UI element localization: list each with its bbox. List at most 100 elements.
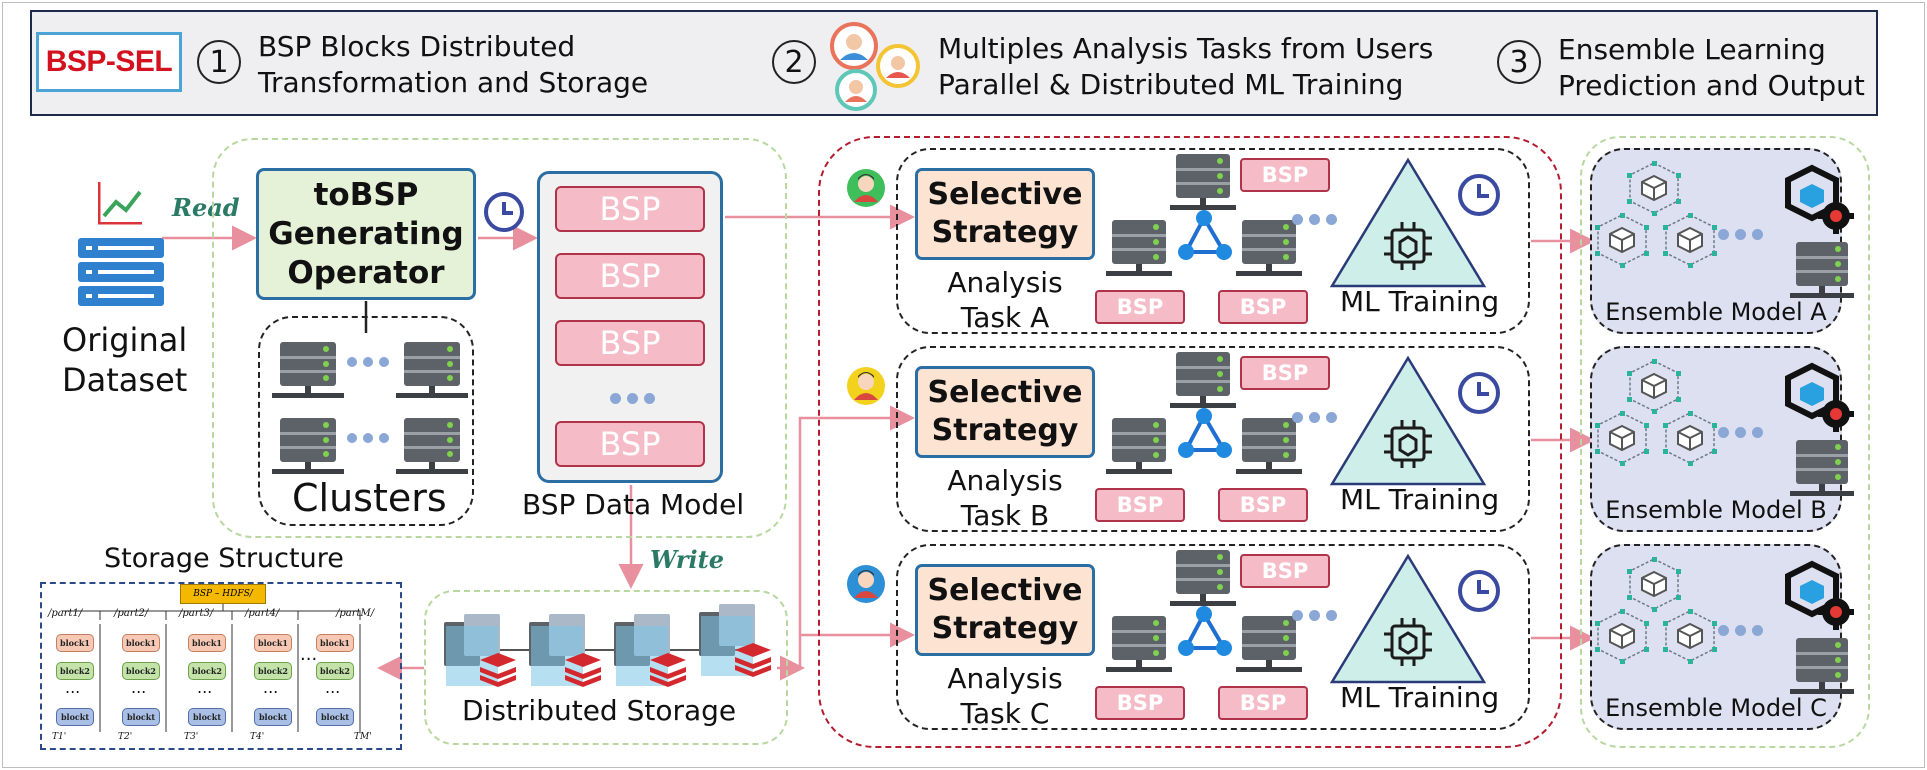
task-line2: Task B [960,499,1050,532]
network-topology-icon [1178,408,1232,458]
storage-structure-title: Storage Structure [104,543,344,574]
bsp-data-model-box: BSP BSP BSP BSP [537,171,723,483]
more-models-dots [1718,229,1763,240]
dataset-line1: Original [62,321,188,359]
selective-strategy-box: Selective Strategy [915,168,1095,260]
ensemble-group [1580,136,1870,748]
user-avatar-icon [847,367,885,405]
model-settings-icon [1785,560,1854,630]
server-icon [1236,220,1302,276]
clusters-label: Clusters [292,476,447,520]
operator-line2: Generating [268,215,464,252]
storage-block: block1 [122,634,160,652]
bsp-more-dots [610,393,655,404]
ml-training-triangle-icon [1329,157,1487,288]
user-avatar-icon [847,169,885,207]
analysis-task-box [896,148,1530,334]
transformation-group [212,138,787,538]
storage-block: blockt [56,708,94,726]
part-label-4: /part4/ [245,608,280,619]
storage-block: block1 [56,634,94,652]
task-line2: Task A [960,301,1050,334]
storage-tree-lines [62,604,361,732]
hdfs-root-node: BSP – HDFS/ [180,584,266,604]
bsp-chip: BSP [1240,158,1330,192]
ensemble-model-label: Ensemble Model A [1605,298,1827,326]
strategy-line1: Selective [927,177,1083,212]
bsp-chip: BSP [1218,488,1308,522]
header-banner [30,10,1878,116]
storage-nodes-icon [444,604,771,687]
server-icon [1170,352,1236,408]
storage-block: block2 [122,662,160,680]
model-cube-icon [1595,411,1649,466]
model-cube-icon [1595,609,1649,664]
server-icon [1106,616,1172,672]
bsp-chip: BSP [1240,356,1330,390]
storage-structure-box: BSP – HDFS/ /part1/ /part2/ /part3/ /par… [40,582,402,750]
model-cube-icon [1627,359,1681,414]
block-ellipsis: ... [131,678,147,697]
table-label-3: T3' [184,732,199,742]
block-ellipsis: ... [325,678,341,697]
model-cube-icon [1595,213,1649,268]
more-models-dots [1718,427,1763,438]
server-icon [1236,418,1302,474]
strategy-line2: Strategy [931,611,1079,646]
step-2-text: Multiples Analysis Tasks from Users Para… [938,31,1433,103]
ml-training-triangle-icon [1329,553,1487,684]
step-2-line1: Multiples Analysis Tasks from Users [938,32,1434,65]
storage-block: blockt [188,708,226,726]
analysis-task-label: Analysis Task B [915,463,1095,533]
task-line1: Analysis [947,266,1063,299]
bsp-data-model-label: BSP Data Model [522,488,745,521]
bsp-chip: BSP [1218,686,1308,720]
task-line1: Analysis [947,464,1063,497]
write-label: Write [650,545,724,574]
bsp-chip: BSP [1095,290,1185,324]
storage-block: block2 [316,662,354,680]
parts-ellipsis: ... [300,644,318,665]
strategy-line2: Strategy [931,413,1079,448]
part-label-m: /partM/ [336,608,375,619]
server-icon [1790,440,1854,496]
storage-block: block2 [188,662,226,680]
user-avatar-icon [847,565,885,603]
server-icon [1106,418,1172,474]
analysis-tasks-group [818,136,1562,748]
bsp-block-3: BSP [555,320,705,366]
redis-node-icon [444,614,516,687]
storage-block: blockt [122,708,160,726]
clock-icon [1458,372,1500,414]
step-3-line2: Prediction and Output [1558,69,1865,102]
ensemble-model-label: Ensemble Model B [1605,496,1827,524]
server-icon [1790,242,1854,298]
strategy-line1: Selective [927,375,1083,410]
ml-training-label: ML Training [1340,285,1500,318]
block-ellipsis: ... [197,678,213,697]
model-settings-icon [1785,362,1854,432]
storage-block: blockt [316,708,354,726]
storage-block: block2 [56,662,94,680]
distributed-storage-label: Distributed Storage [462,694,737,727]
model-cube-icon [1627,161,1681,216]
network-topology-icon [1178,210,1232,260]
clock-icon [1458,570,1500,612]
step-1-text: BSP Blocks Distributed Transformation an… [258,29,648,101]
bsp-sel-logo: BSP-SEL [36,32,182,92]
ml-training-label: ML Training [1340,681,1500,714]
more-models-dots [1718,625,1763,636]
ml-training-triangle-icon [1329,355,1487,486]
distributed-storage-group [424,590,788,745]
step-number-1: 1 [197,40,241,84]
analysis-task-label: Analysis Task C [915,661,1095,731]
server-icon [1790,638,1854,694]
table-label-4: T4' [250,732,265,742]
step-number-2: 2 [772,40,816,84]
model-cube-icon [1663,213,1717,268]
task-line1: Analysis [947,662,1063,695]
step-number-3: 3 [1497,40,1541,84]
analysis-task-box [896,346,1530,532]
